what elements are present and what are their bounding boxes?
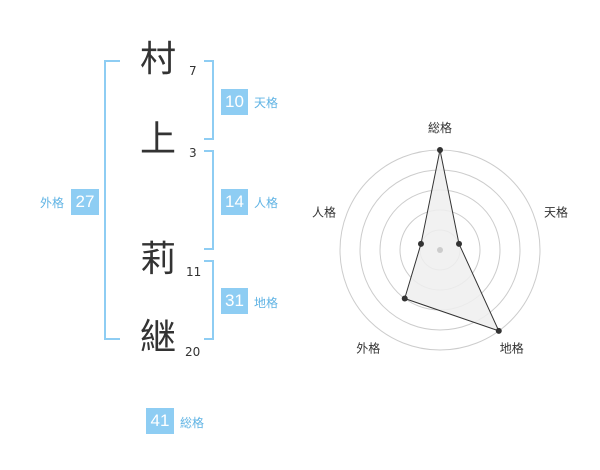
name-char-4: 継 [140, 317, 177, 358]
name-char-1: 村 [140, 39, 177, 80]
tenkaku-label: 天格 [254, 96, 279, 110]
gaikaku-score: 27 [71, 189, 99, 215]
soukaku-label: 総格 [180, 416, 205, 430]
name-char-3: 莉 [140, 239, 177, 280]
soukaku-score: 41 [146, 408, 174, 434]
radar-center-dot [437, 247, 443, 253]
tenkaku-score: 10 [221, 89, 248, 115]
radar-axis-label-4: 外格 [356, 341, 380, 356]
radar-polygon [404, 149, 500, 332]
radar-axis-label-3: 地格 [500, 341, 524, 356]
stroke-count-2: 3 [189, 146, 197, 160]
jinkaku-label: 人格 [254, 196, 279, 210]
radar-series [401, 147, 502, 334]
radar-point-1 [437, 147, 443, 153]
radar-point-4 [401, 295, 408, 302]
chikaku-label: 地格 [254, 296, 279, 310]
radar-point-2 [456, 240, 463, 247]
radar-axis-label-1: 総格 [428, 120, 452, 135]
radar-point-3 [495, 327, 502, 334]
gaikaku-label: 外格 [40, 196, 65, 210]
radar-point-5 [417, 240, 424, 247]
stroke-count-3: 11 [186, 265, 202, 279]
jinkaku-score: 14 [221, 189, 248, 215]
stroke-count-4: 20 [185, 345, 201, 359]
stroke-count-1: 7 [189, 64, 197, 78]
name-char-2: 上 [140, 119, 177, 160]
radar-axis-label-2: 天格 [544, 204, 568, 219]
radar-axis-label-5: 人格 [312, 204, 336, 219]
chikaku-score: 31 [221, 288, 248, 314]
